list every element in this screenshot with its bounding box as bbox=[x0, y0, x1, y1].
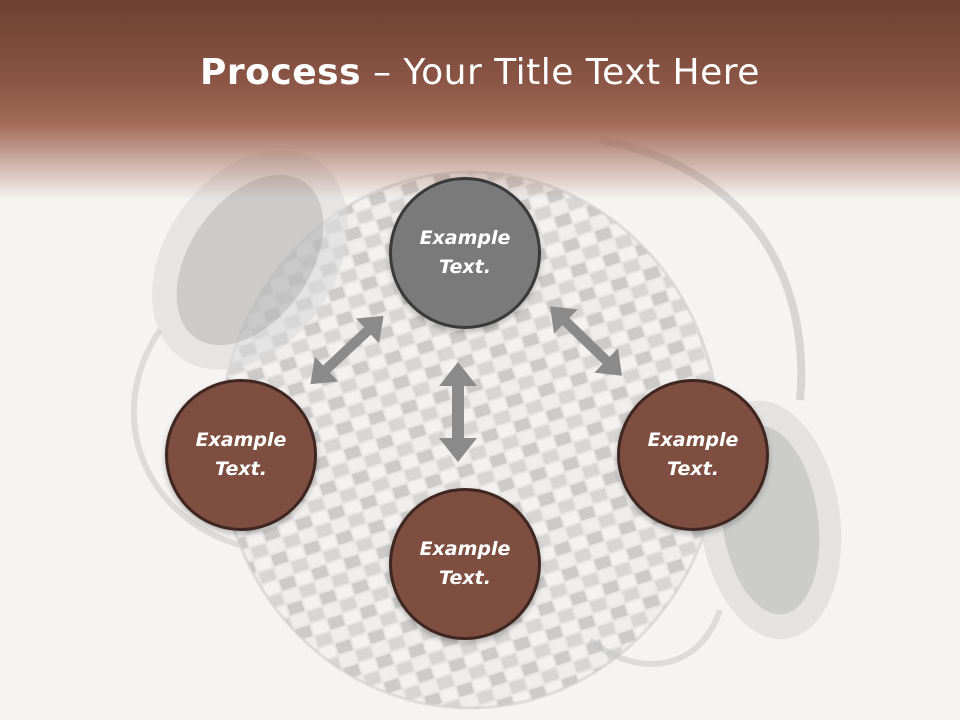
header-band bbox=[0, 0, 960, 200]
title-bold: Process bbox=[200, 52, 362, 93]
arrow-vertical bbox=[439, 362, 477, 462]
title-rest: – Your Title Text Here bbox=[361, 52, 760, 93]
slide-title: Process – Your Title Text Here bbox=[0, 52, 960, 93]
arrow-top-left bbox=[310, 315, 384, 385]
arrow-top-right bbox=[550, 306, 622, 376]
